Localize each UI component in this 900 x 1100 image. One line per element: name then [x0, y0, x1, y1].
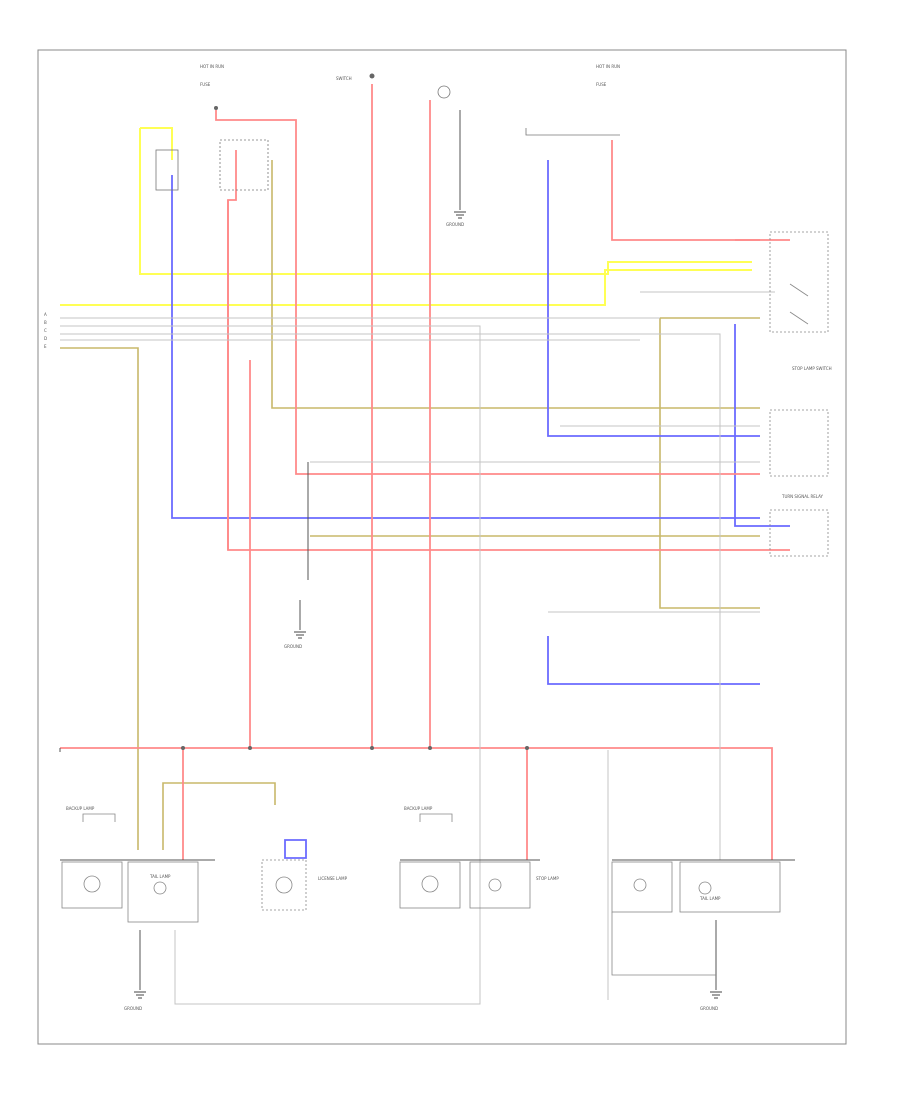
- black-wires: [59, 110, 795, 990]
- label-fuse-left: FUSE: [200, 82, 211, 87]
- gray-wires: [60, 291, 775, 1005]
- label-hot-run-right: HOT IN RUN: [596, 64, 620, 69]
- blue-wires: [171, 160, 790, 859]
- label-hot-run-left: HOT IN RUN: [200, 64, 224, 69]
- label-ground-bottom-right: GROUND: [700, 1006, 718, 1011]
- label-backup-lamp-left: BACKUP LAMP: [66, 806, 95, 811]
- label-ground-bottom-left: GROUND: [124, 1006, 142, 1011]
- splice-dots: [181, 73, 529, 750]
- connector-b: B: [44, 320, 47, 325]
- ground-symbols: [134, 211, 722, 999]
- label-tail-lamp-right: TAIL LAMP: [699, 896, 721, 901]
- connector-a: A: [44, 312, 47, 317]
- diagram-frame: [37, 49, 847, 1045]
- label-fuse-right: FUSE: [596, 82, 607, 87]
- red-wires: [60, 84, 790, 860]
- label-tail-lamp-left: TAIL LAMP: [149, 874, 171, 879]
- label-ground-top: GROUND: [446, 222, 464, 227]
- label-ground-mid: GROUND: [284, 644, 302, 649]
- label-turn-signal-relay: TURN SIGNAL RELAY: [781, 494, 824, 499]
- label-switch: SWITCH: [336, 76, 352, 81]
- label-stop-lamp: STOP LAMP: [536, 876, 559, 881]
- yellow-wires: [60, 127, 752, 306]
- label-license-lamp: LICENSE LAMP: [318, 876, 348, 881]
- bottom-lamp-assemblies: [61, 813, 781, 976]
- top-switch-block: [155, 85, 620, 191]
- component-labels: HOT IN RUN FUSE HOT IN RUN FUSE SWITCH G…: [44, 64, 832, 1011]
- label-backup-lamp-right: BACKUP LAMP: [404, 806, 433, 811]
- label-stop-lamp-switch: STOP LAMP SWITCH: [792, 366, 832, 371]
- connector-c: C: [44, 328, 47, 333]
- tan-wires: [60, 160, 760, 850]
- right-components: [769, 231, 829, 557]
- connector-e: E: [44, 344, 47, 349]
- connector-d: D: [44, 336, 47, 341]
